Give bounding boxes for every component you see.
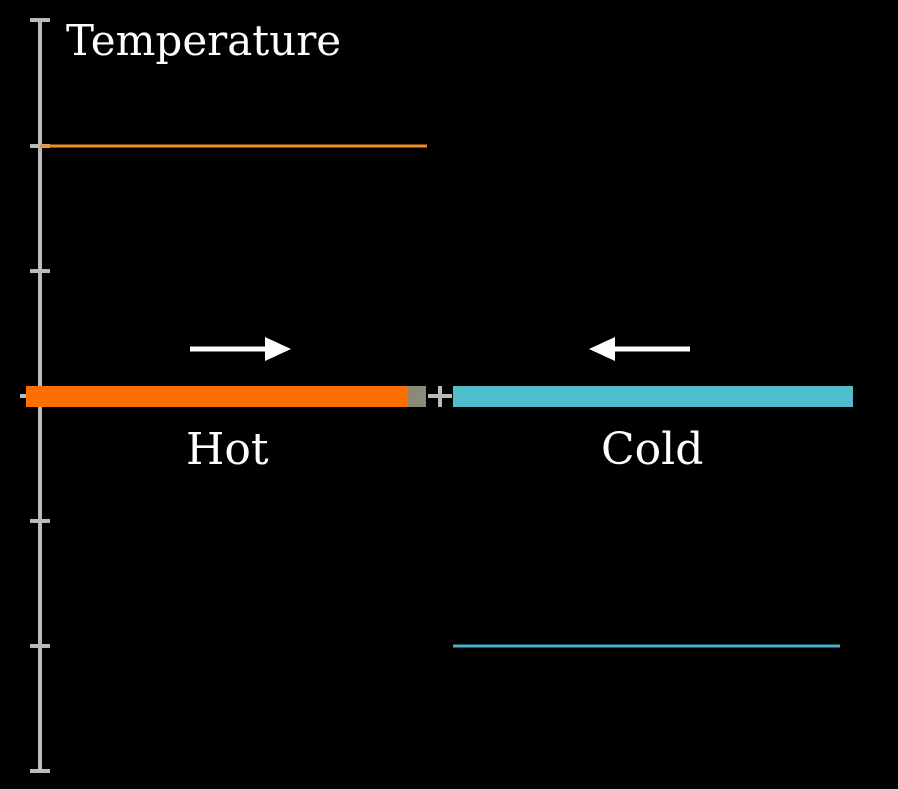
hot-rod-label: Hot [186, 424, 269, 475]
interface-marker [428, 386, 452, 407]
cold-rod [453, 386, 853, 407]
left-arrow-icon [589, 337, 690, 361]
axis-title: Temperature [66, 16, 342, 65]
cold-rod-label: Cold [601, 424, 704, 475]
right-arrow-icon [190, 337, 291, 361]
hot-rod-body [26, 386, 408, 407]
